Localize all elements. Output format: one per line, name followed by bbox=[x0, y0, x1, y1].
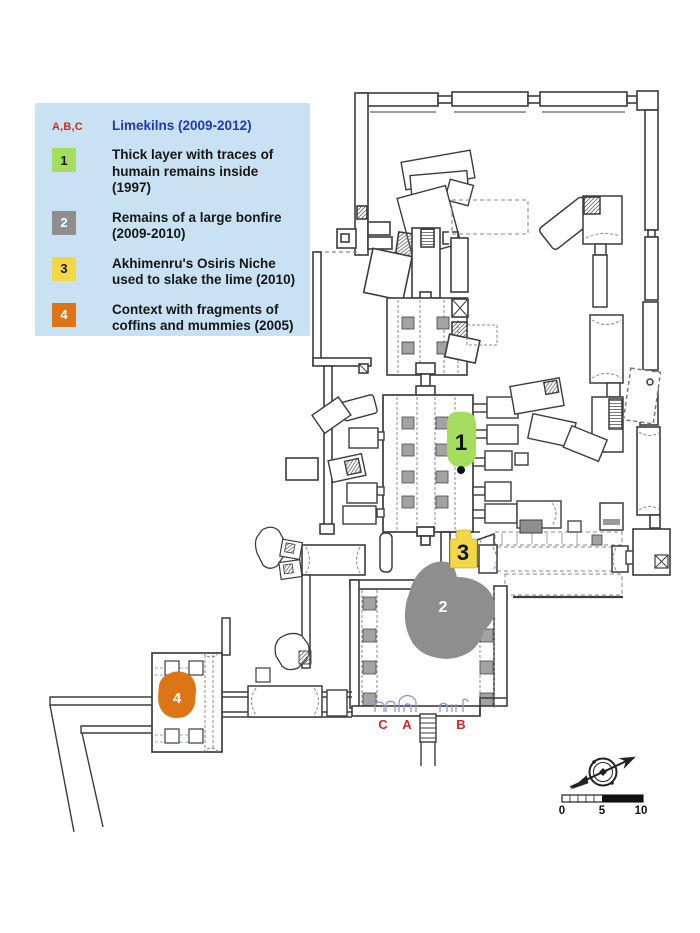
legend-swatch-2: 2 bbox=[52, 210, 76, 235]
central-chapel bbox=[362, 221, 498, 398]
map-labels: 1 2 3 4 C A B bbox=[173, 430, 469, 732]
ruin-blocks bbox=[396, 149, 529, 258]
kiln-b-label: B bbox=[456, 717, 465, 732]
kiln-a-label: A bbox=[402, 717, 412, 732]
legend-panel: A,B,C Limekilns (2009-2012) 1 Thick laye… bbox=[35, 103, 310, 336]
scale-start-label: 0 bbox=[559, 805, 565, 817]
legend-text-2: Remains of a large bonfire (2009-2010) bbox=[112, 209, 282, 242]
legend-text-3: Akhimenru's Osiris Niche used to slake t… bbox=[112, 255, 296, 288]
bonfire-area-2 bbox=[404, 561, 495, 659]
enclosure-walls bbox=[285, 90, 661, 535]
legend-abc-label: A,B,C bbox=[52, 121, 83, 133]
kiln-c-label: C bbox=[378, 717, 388, 732]
scale-mid-label: 5 bbox=[599, 805, 606, 817]
legend-item-1: 1 Thick layer with traces of humain rema… bbox=[52, 147, 300, 197]
east-corridor bbox=[478, 519, 671, 599]
marker-4-label: 4 bbox=[173, 690, 182, 707]
legend-swatch-3: 3 bbox=[52, 256, 76, 281]
legend-swatch-4: 4 bbox=[52, 302, 76, 327]
limekiln-c bbox=[374, 700, 396, 712]
legend-header: A,B,C Limekilns (2009-2012) bbox=[52, 118, 300, 133]
scale-end-label: 10 bbox=[635, 805, 648, 817]
marker-2-label: 2 bbox=[439, 599, 448, 616]
west-annex bbox=[49, 526, 366, 833]
limekiln-a bbox=[398, 694, 417, 712]
legend-text-4: Context with fragments of coffins and mu… bbox=[112, 301, 294, 334]
west-side-blocks bbox=[311, 394, 385, 525]
marker-3-highlight bbox=[449, 529, 478, 569]
legend-item-4: 4 Context with fragments of coffins and … bbox=[52, 302, 300, 335]
staircase bbox=[419, 713, 437, 766]
legend-swatch-1: 1 bbox=[52, 148, 76, 172]
north-compass-icon bbox=[569, 756, 636, 790]
find-spot-dot bbox=[457, 466, 465, 474]
marker-3-label: 3 bbox=[457, 540, 469, 565]
east-side-blocks bbox=[472, 377, 609, 529]
limekiln-b bbox=[439, 698, 469, 712]
scale-bar: 0 5 10 bbox=[559, 794, 648, 817]
marker-1-label: 1 bbox=[455, 430, 467, 455]
marker-4-highlight bbox=[158, 671, 196, 719]
legend-title: Limekilns (2009-2012) bbox=[112, 118, 252, 133]
legend-text-1: Thick layer with traces of humain remain… bbox=[112, 147, 274, 195]
marker-1-highlight bbox=[447, 411, 476, 468]
legend-item-2: 2 Remains of a large bonfire (2009-2010) bbox=[52, 210, 300, 243]
northeast-complex bbox=[538, 195, 662, 531]
limekiln-outlines bbox=[374, 694, 469, 712]
legend-item-3: 3 Akhimenru's Osiris Niche used to slake… bbox=[52, 256, 300, 289]
